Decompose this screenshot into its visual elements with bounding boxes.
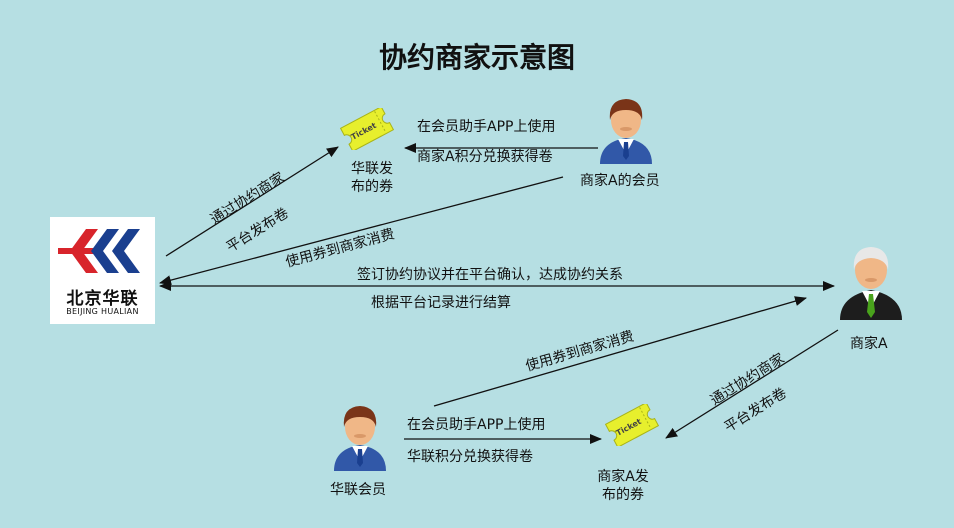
ticket-bottom-caption-line: 布的券 xyxy=(602,487,644,503)
ticket-top-caption: 华联发 布的券 xyxy=(342,160,402,196)
member-a-label: 商家A的会员 xyxy=(580,173,660,189)
hualian-member-person-icon xyxy=(334,406,386,471)
arrow-hualian-member-to-merchant xyxy=(433,296,807,407)
edge-label-member-a-to-ticket-top: 商家A积分兑换获得卷 xyxy=(417,149,553,165)
ticket-bottom-icon: Ticket xyxy=(604,404,660,446)
ticket-top-caption-line: 华联发 xyxy=(351,161,393,177)
edge-label-hualian-member-to-ticket-bottom: 在会员助手APP上使用 xyxy=(407,417,546,433)
ticket-bottom-caption: 商家A发 布的券 xyxy=(586,468,660,504)
ticket-top-icon: Ticket xyxy=(339,108,395,150)
edge-label-hualian-member-to-ticket-bottom: 华联积分兑换获得卷 xyxy=(407,449,533,465)
edge-label-logo-merchant: 签订协约协议并在平台确认，达成协约关系 xyxy=(357,267,623,283)
beijing-hualian-logo: 北京华联 BEIJING HUALIAN xyxy=(50,217,155,324)
merchant-a-label: 商家A xyxy=(850,336,888,352)
edge-label-member-a-to-ticket-top: 在会员助手APP上使用 xyxy=(417,119,556,135)
logo-sub: BEIJING HUALIAN xyxy=(66,307,139,316)
ticket-top-caption-line: 布的券 xyxy=(351,179,393,195)
ticket-bottom-caption-line: 商家A发 xyxy=(597,469,649,485)
logo-k-mark-icon xyxy=(58,229,140,273)
member-a-person-icon xyxy=(600,99,652,164)
merchant-a-person-icon xyxy=(840,247,902,320)
arrow-member-a-to-logo xyxy=(159,176,564,286)
hualian-member-label: 华联会员 xyxy=(330,482,386,498)
arrow-logo-to-ticket-top xyxy=(165,146,339,257)
logo-name: 北京华联 xyxy=(66,289,139,309)
arrow-merchant-to-ticket-bottom xyxy=(665,329,839,439)
edge-label-logo-merchant: 根据平台记录进行结算 xyxy=(371,295,511,311)
diagram-title: 协约商家示意图 xyxy=(378,41,575,74)
